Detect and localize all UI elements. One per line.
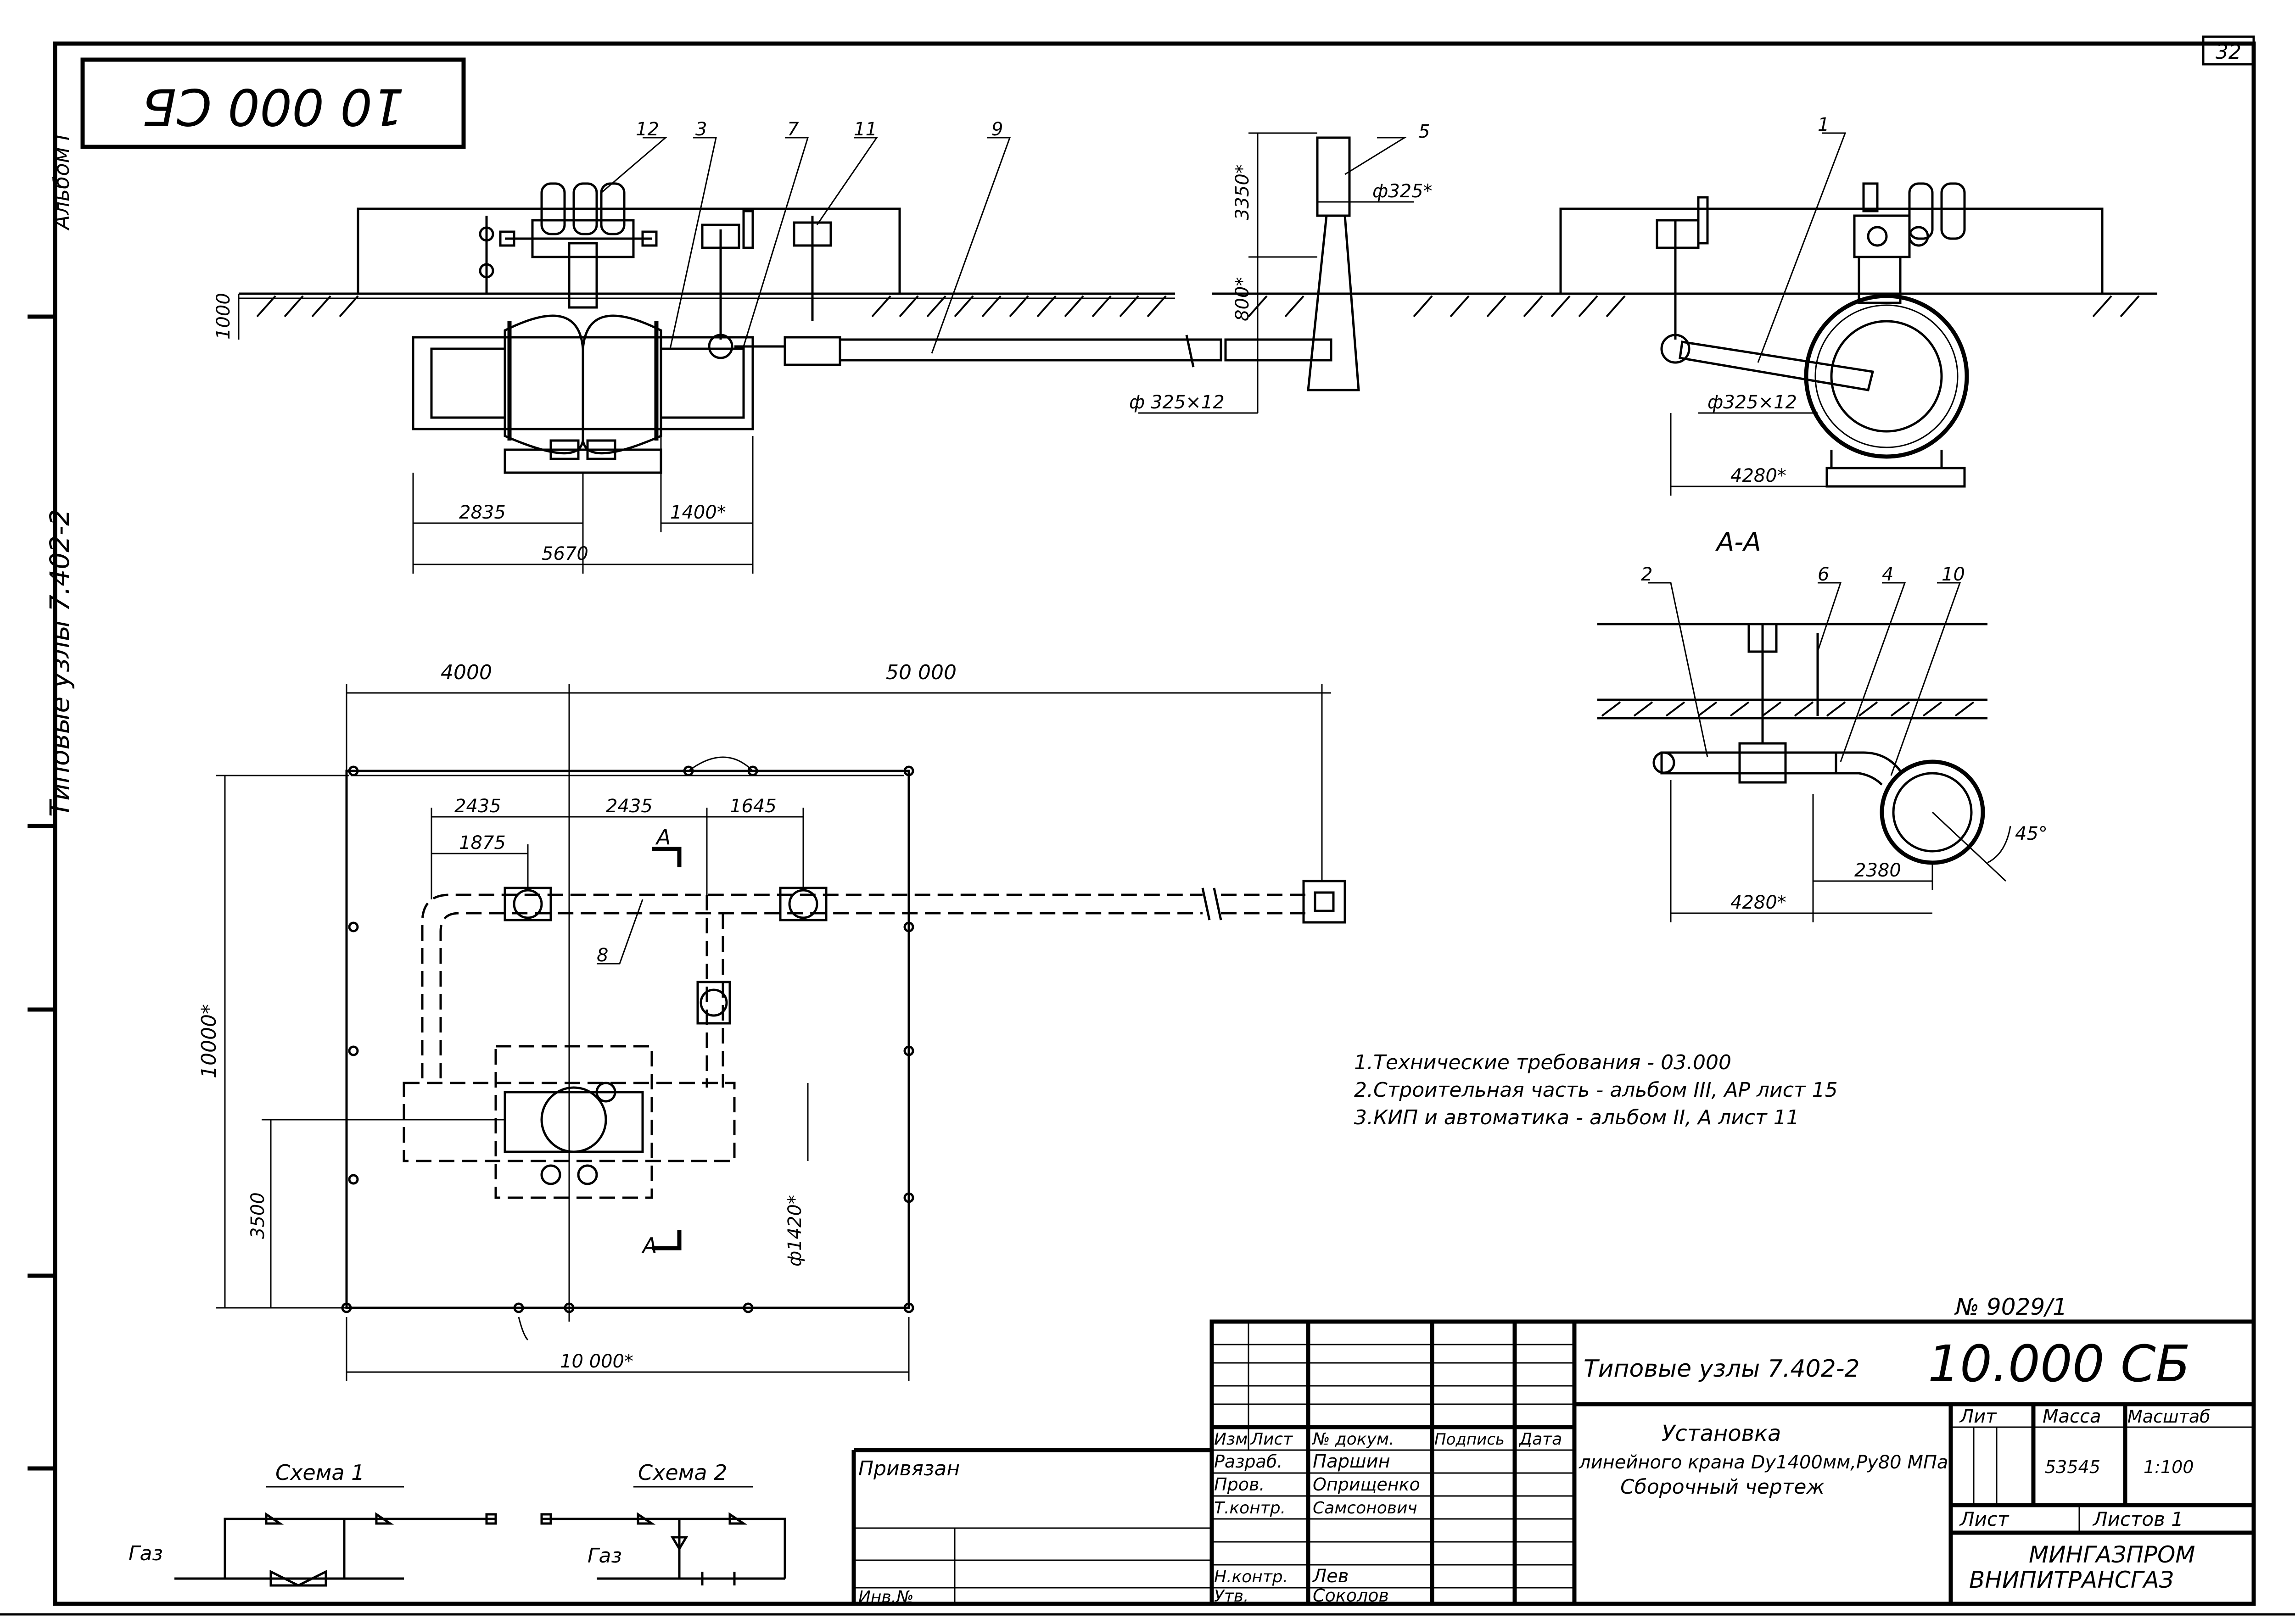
dim-3500: 3500: [247, 1192, 269, 1239]
callout-9: 9: [991, 119, 1003, 140]
scheme-2-gas: Газ: [588, 1544, 622, 1568]
header-sign: Подпись: [1434, 1430, 1505, 1449]
role-checker: Пров.: [1214, 1474, 1265, 1495]
side-view: [1515, 132, 2157, 496]
dim-4280-aa: 4280*: [1730, 892, 1786, 913]
section-aa: [1597, 582, 2011, 922]
note-3: 3.КИП и автоматика - альбом II, А лист 1…: [1354, 1106, 1799, 1129]
dim-5670: 5670: [542, 543, 588, 564]
plan-view: [216, 684, 1346, 1381]
inventory-label: Инв.№: [858, 1588, 914, 1607]
dim-3350: 3350*: [1232, 164, 1253, 220]
scheme-1-gas: Газ: [129, 1542, 163, 1565]
role-tech-control: Т.контр.: [1214, 1499, 1286, 1518]
name-approver: Соколов: [1313, 1585, 1389, 1606]
section-mark-bottom: А: [641, 1233, 657, 1258]
note-1: 1.Технические требования - 03.000: [1354, 1051, 1731, 1074]
notes: 1.Технические требования - 03.000 2.Стро…: [1354, 1051, 1838, 1129]
mass-value: 53545: [2045, 1457, 2100, 1477]
title-line-1: Установка: [1662, 1421, 1781, 1446]
dim-1000: 1000: [213, 293, 234, 340]
dim-800: 800*: [1232, 277, 1253, 321]
section-title: А-А: [1715, 527, 1761, 557]
scale-value: 1:100: [2144, 1457, 2194, 1477]
header-izm: Изм: [1214, 1430, 1248, 1449]
dim-50000: 50 000: [886, 661, 957, 684]
series-label: Типовые узлы 7.402-2: [44, 509, 75, 817]
name-tech-control: Самсонович: [1313, 1499, 1417, 1518]
document-code: 10.000 СБ: [1928, 1334, 2190, 1393]
title-block: [851, 1319, 2256, 1606]
mass-label: Масса: [2043, 1406, 2101, 1427]
callout-3: 3: [695, 119, 707, 140]
dim-325x12: ф 325×12: [1129, 392, 1225, 413]
callout-12: 12: [636, 119, 659, 140]
callout-1: 1: [1818, 114, 1829, 135]
header-doc: № докум.: [1312, 1430, 1394, 1449]
bound-label: Привязан: [858, 1457, 960, 1480]
dim-325: ф325*: [1372, 181, 1433, 202]
callout-10: 10: [1942, 564, 1965, 585]
sheets-label: Листов 1: [2092, 1508, 2183, 1530]
title-line-2: линейного крана Dу1400мм,Pу80 МПа: [1579, 1452, 1948, 1473]
sheet-number: 32: [2216, 40, 2241, 64]
dim-10000-horizontal: 10 000*: [560, 1351, 633, 1372]
dim-2835: 2835: [459, 502, 506, 523]
frame: [0, 35, 2295, 1616]
dim-2435b: 2435: [606, 796, 653, 817]
dim-1400: 1400*: [670, 502, 726, 523]
dim-1420: ф1420*: [784, 1195, 806, 1267]
callout-11: 11: [854, 119, 877, 140]
dim-10000-vertical: 10000*: [197, 1004, 221, 1078]
callout-2: 2: [1641, 564, 1652, 585]
series-title: Типовые узлы 7.402-2: [1584, 1355, 1860, 1383]
title-line-3: Сборочный чертеж: [1620, 1475, 1825, 1499]
name-checker: Оприщенко: [1313, 1474, 1420, 1495]
organization-2: ВНИПИТРАНСГАЗ: [1969, 1567, 2174, 1593]
dim-4000: 4000: [441, 661, 492, 684]
header-date: Дата: [1518, 1430, 1562, 1449]
elevation-view: [238, 132, 1542, 574]
dim-1645: 1645: [730, 796, 777, 817]
stamp-box: 10 000 СБ: [80, 57, 466, 149]
header-list: Лист: [1250, 1430, 1293, 1449]
name-developer: Паршин: [1313, 1451, 1390, 1472]
sheet-label: Лист: [1959, 1508, 2010, 1530]
dim-angle-45: 45°: [2015, 823, 2048, 844]
dim-325x12-right: ф325×12: [1707, 392, 1797, 413]
callout-7: 7: [787, 119, 799, 140]
organization-1: МИНГАЗПРОМ: [2029, 1541, 2195, 1568]
role-approver: Утв.: [1214, 1587, 1249, 1606]
callout-8: 8: [597, 945, 608, 966]
name-norm-control: Лев: [1312, 1566, 1349, 1587]
callout-5: 5: [1418, 121, 1430, 142]
dim-4280-top: 4280*: [1730, 465, 1786, 486]
order-number: № 9029/1: [1954, 1294, 2067, 1320]
scheme-2-title: Схема 2: [638, 1460, 727, 1485]
callout-4: 4: [1882, 564, 1893, 585]
callout-6: 6: [1818, 564, 1829, 585]
scheme-1-title: Схема 1: [275, 1460, 364, 1485]
dim-2435a: 2435: [454, 796, 501, 817]
album-label: Альбом I: [49, 134, 74, 231]
scale-label: Масштаб: [2127, 1406, 2211, 1427]
dim-1875: 1875: [459, 832, 506, 854]
note-2: 2.Строительная часть - альбом III, АР ли…: [1354, 1078, 1838, 1102]
section-mark-top: А: [655, 825, 671, 849]
dim-2380: 2380: [1854, 860, 1901, 881]
stamp-code: 10 000 СБ: [142, 78, 404, 136]
schemes: [174, 1486, 786, 1587]
lit-label: Лит: [1959, 1406, 1997, 1427]
role-developer: Разраб.: [1214, 1451, 1282, 1472]
role-norm-control: Н.контр.: [1214, 1568, 1288, 1586]
